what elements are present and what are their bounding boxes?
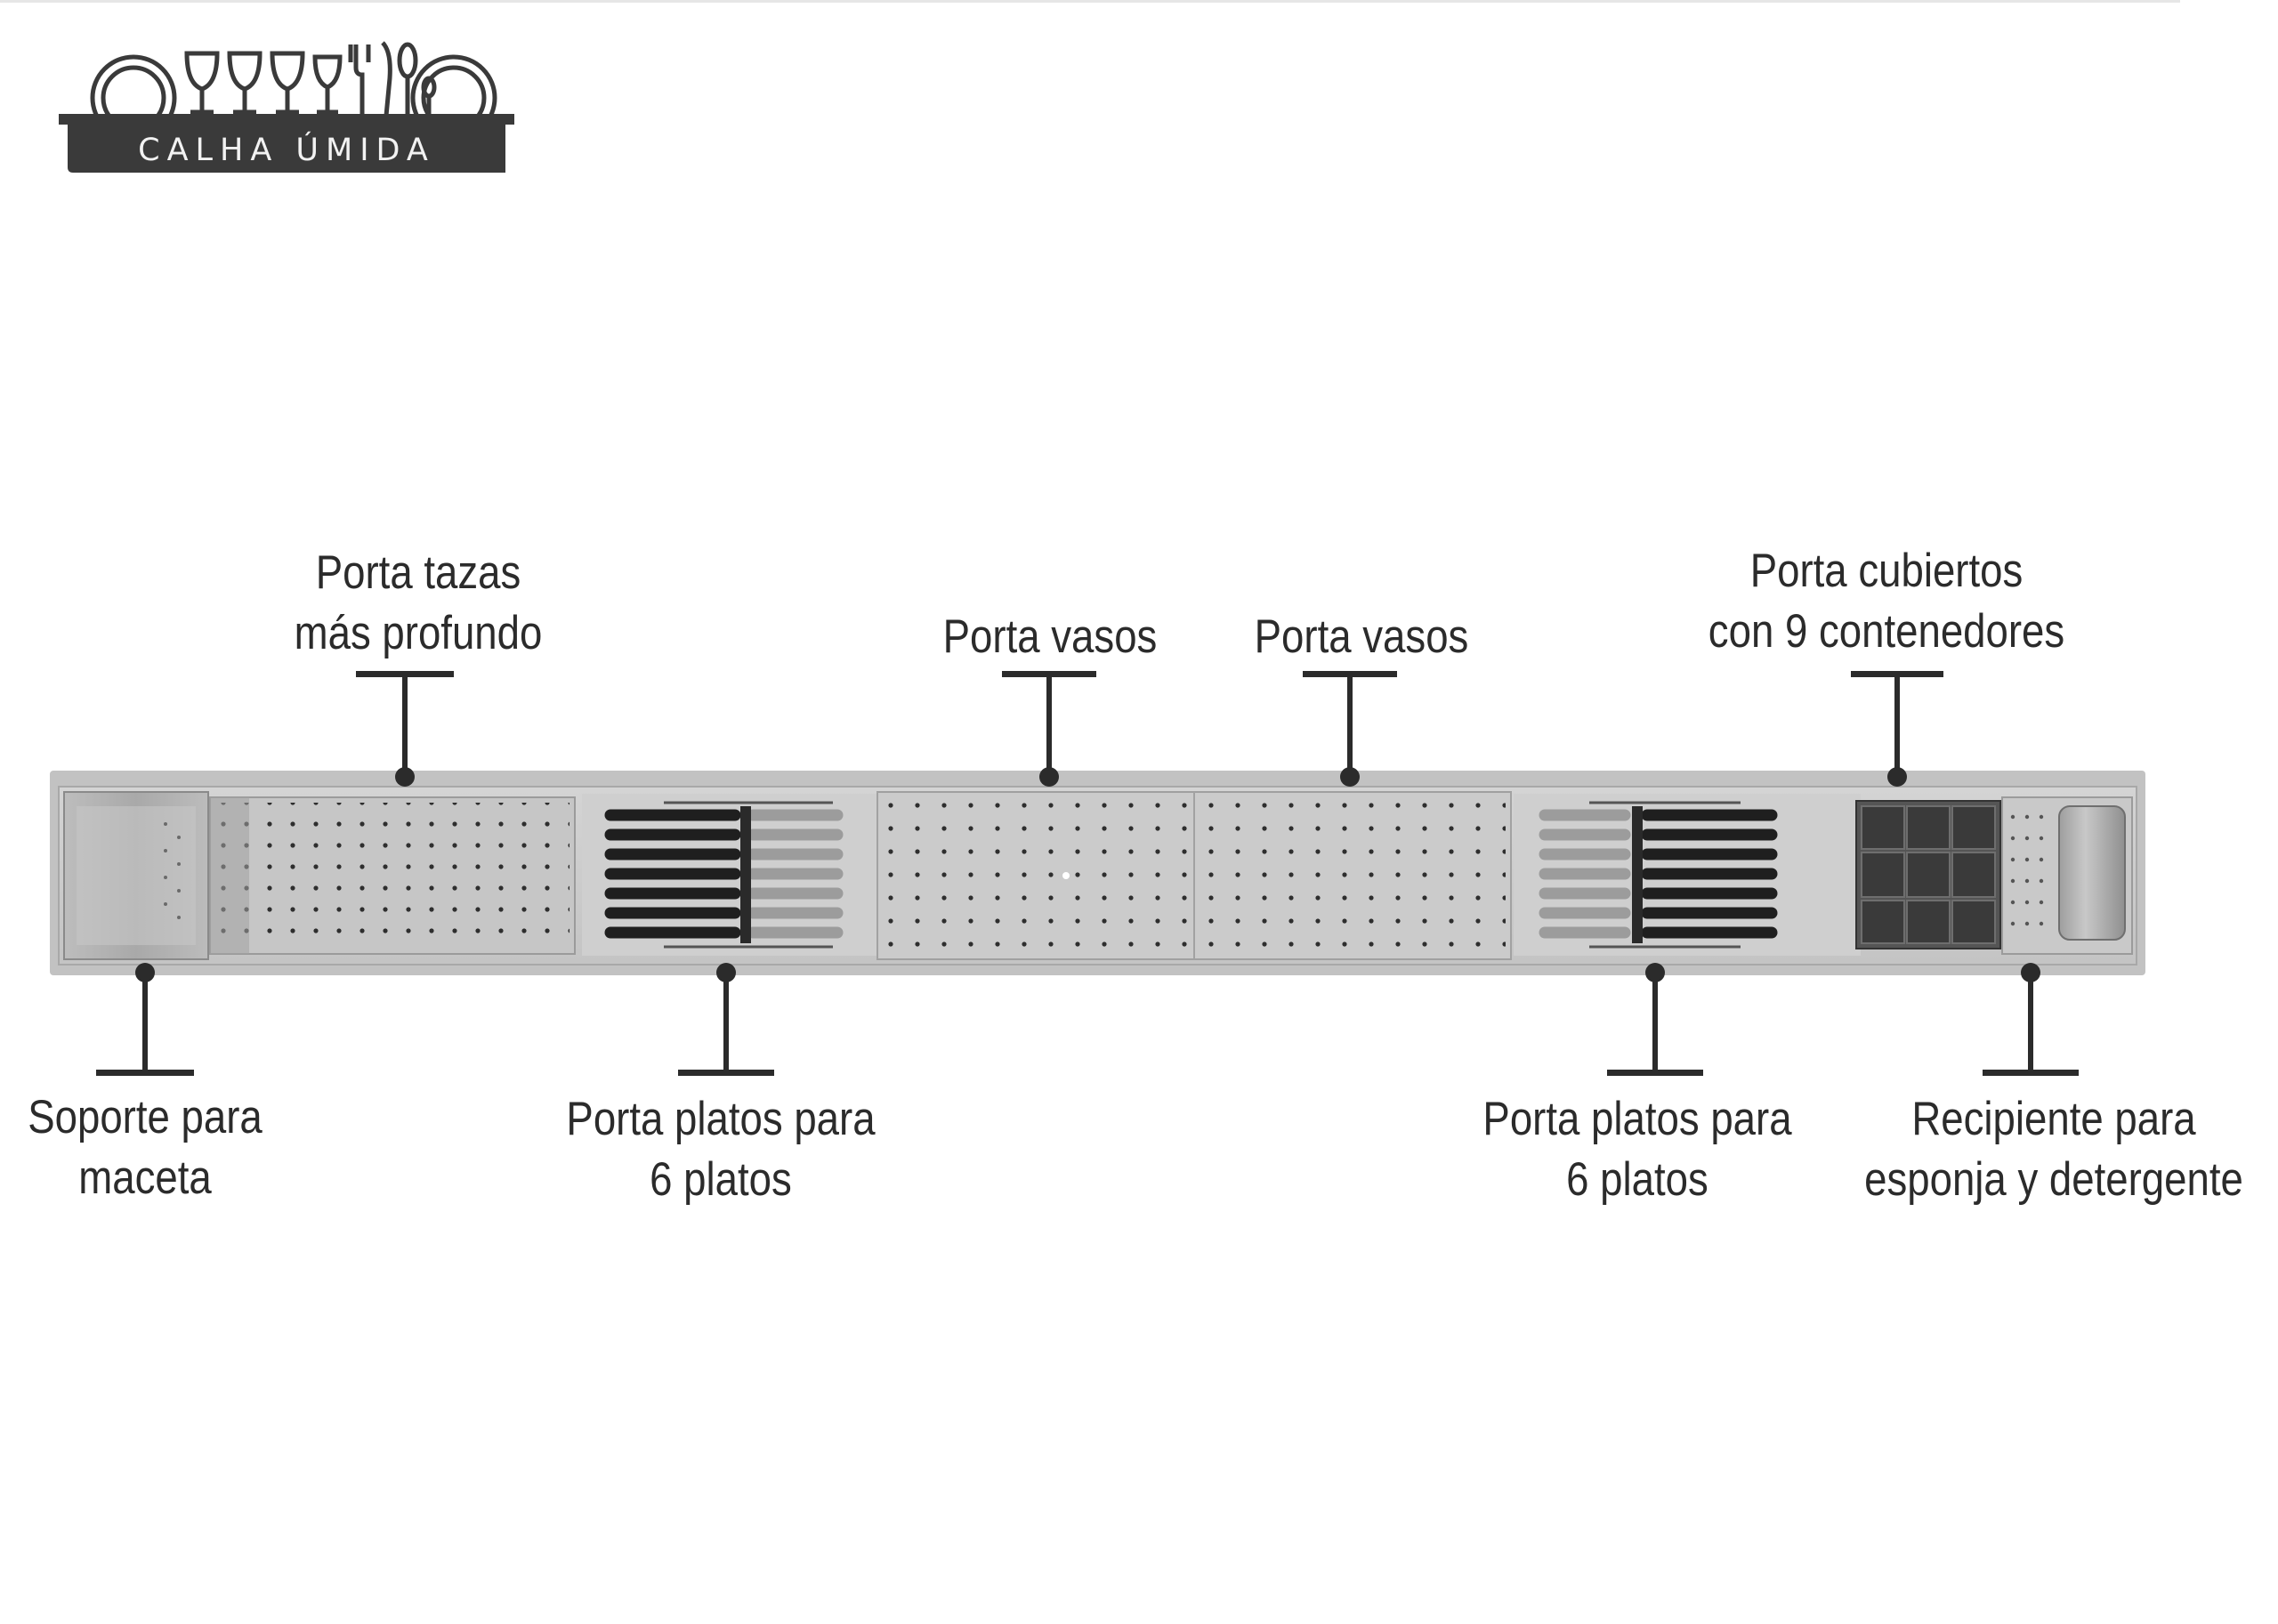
label-recipiente: Recipiente para esponja y detergente: [1862, 1089, 2245, 1210]
label-line: Porta vasos: [942, 610, 1158, 663]
glass-holder-module-1: [876, 791, 1195, 960]
sponge-detergent-module: [2001, 796, 2133, 955]
label-porta-vasos-2: Porta vasos: [1224, 607, 1499, 667]
label-line: 6 platos: [1566, 1153, 1708, 1206]
top-divider: [0, 0, 2180, 3]
label-porta-vasos-1: Porta vasos: [912, 607, 1188, 667]
dish-rack-logo-icon: [59, 41, 514, 173]
label-line: más profundo: [294, 607, 543, 659]
label-porta-tazas: Porta tazas más profundo: [265, 543, 571, 664]
callout-pin-porta-platos-2: [1607, 963, 1703, 1079]
label-line: Soporte para: [28, 1091, 263, 1143]
callout-pin-porta-cubiertos: [1851, 671, 1943, 787]
sink-accessory-tray: [50, 771, 2145, 975]
label-porta-cubiertos: Porta cubiertos con 9 contenedores: [1665, 541, 2109, 662]
cutlery-holder-module: [1855, 800, 2001, 949]
label-line: Porta vasos: [1254, 610, 1469, 663]
label-line: Porta cubiertos: [1749, 545, 2024, 597]
label-line: 6 platos: [650, 1153, 792, 1206]
label-line: Porta platos para: [566, 1093, 876, 1145]
label-line: con 9 contenedores: [1708, 605, 2065, 658]
label-line: esponja y detergente: [1864, 1153, 2243, 1206]
callout-pin-recipiente: [1983, 963, 2079, 1079]
dish-rack-module-2: [1514, 794, 1861, 956]
cup-holder-module: [209, 796, 576, 955]
label-line: Porta tazas: [315, 546, 521, 599]
dish-rack-module-1: [582, 794, 920, 956]
callout-pin-porta-vasos-2: [1303, 671, 1397, 787]
brand-logo: CALHA ÚMIDA: [55, 36, 518, 178]
pot-holder-module: [63, 791, 209, 960]
label-soporte-maceta: Soporte para maceta: [20, 1087, 270, 1208]
callout-pin-soporte-maceta: [96, 963, 194, 1079]
callout-pin-porta-vasos-1: [1002, 671, 1096, 787]
callout-pin-porta-platos-1: [678, 963, 774, 1079]
label-porta-platos-2: Porta platos para 6 platos: [1446, 1089, 1829, 1210]
callout-pin-porta-tazas: [356, 671, 454, 787]
glass-holder-module-2: [1193, 791, 1512, 960]
label-porta-platos-1: Porta platos para 6 platos: [529, 1089, 912, 1210]
label-line: maceta: [78, 1151, 212, 1204]
label-line: Porta platos para: [1482, 1093, 1792, 1145]
label-line: Recipiente para: [1911, 1093, 2196, 1145]
logo-text: CALHA ÚMIDA: [138, 133, 435, 168]
